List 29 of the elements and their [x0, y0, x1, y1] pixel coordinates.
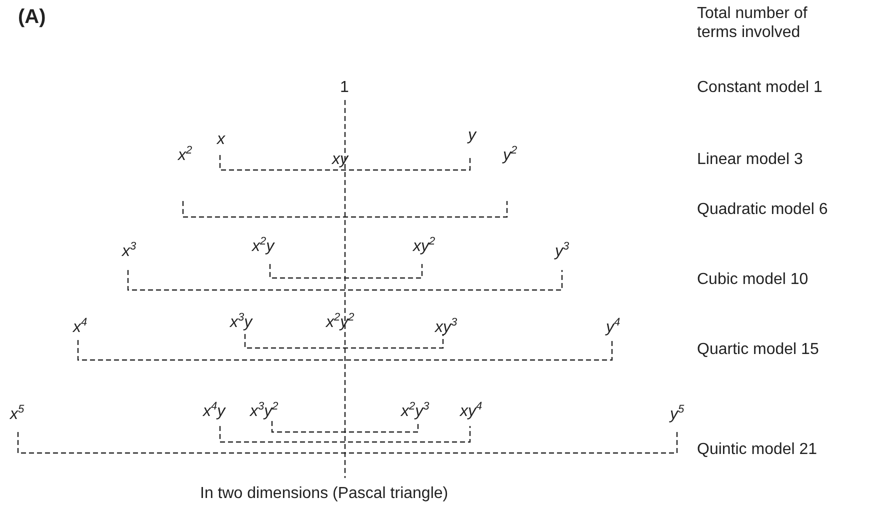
- term-label: x: [217, 130, 225, 149]
- term-label: 1: [340, 78, 349, 97]
- term-label: x$^{3}$: [122, 242, 136, 261]
- model-label: Quintic model 21: [697, 440, 818, 459]
- term-label: y$^{2}$: [503, 146, 518, 165]
- term-label: xy$^{4}$: [460, 402, 482, 421]
- term-label: x$^{2}$y: [252, 237, 274, 256]
- caption: In two dimensions (Pascal triangle): [200, 484, 448, 503]
- panel-label: (A): [18, 8, 46, 27]
- term-label: y$^{5}$: [670, 405, 684, 424]
- model-label: Linear model 3: [697, 150, 803, 169]
- model-label: Constant model 1: [697, 78, 822, 97]
- term-label: x$^{4}$y: [203, 402, 226, 421]
- term-label: y$^{4}$: [606, 318, 620, 337]
- term-label: x$^{2}$y$^{3}$: [401, 402, 430, 421]
- model-label: Cubic model 10: [697, 270, 808, 289]
- term-label: xy$^{2}$: [413, 237, 436, 256]
- term-label: xy$^{3}$: [435, 318, 458, 337]
- term-label: y$^{3}$: [555, 242, 570, 261]
- term-label: xy: [332, 150, 348, 169]
- column-heading: Total number of terms involved: [697, 4, 808, 42]
- term-label: x$^{4}$: [73, 318, 88, 337]
- term-label: x$^{2}$: [178, 146, 192, 165]
- model-label: Quadratic model 6: [697, 200, 828, 219]
- term-label: x$^{5}$: [10, 405, 24, 424]
- term-label: x$^{3}$y$^{2}$: [250, 402, 278, 421]
- term-label: y: [468, 126, 476, 145]
- model-label: Quartic model 15: [697, 340, 819, 359]
- term-label: x$^{3}$y: [230, 313, 252, 332]
